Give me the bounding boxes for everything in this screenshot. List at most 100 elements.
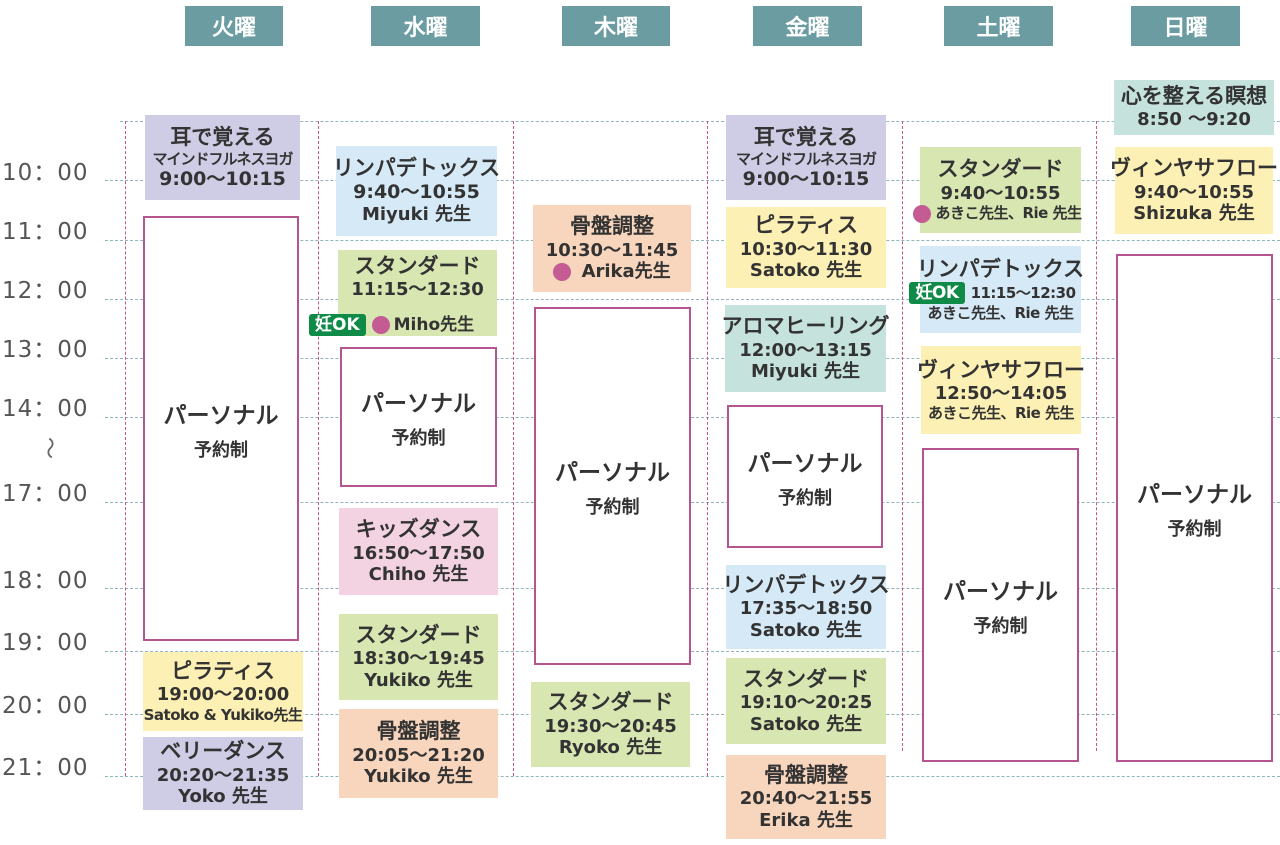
class-instructor: あきこ先生、Rie 先生: [927, 404, 1075, 423]
day-header-thu: 木曜: [562, 6, 670, 46]
class-block[interactable]: ベリーダンス 20:20〜21:35 Yoko 先生: [143, 737, 303, 810]
marker-dot-icon: [371, 316, 390, 334]
day-header-sun: 日曜: [1131, 6, 1240, 46]
class-name: 耳で覚える: [170, 124, 275, 149]
class-block[interactable]: スタンダード 19:30〜20:45 Ryoko 先生: [531, 682, 690, 767]
class-block[interactable]: ピラティス 10:30〜11:30 Satoko 先生: [726, 207, 886, 288]
class-block[interactable]: リンパデトックス 17:35〜18:50 Satoko 先生: [722, 565, 890, 649]
class-instructor: Satoko & Yukiko先生: [143, 705, 303, 724]
class-instructor: Yukiko 先生: [364, 669, 473, 691]
day-header-wed: 水曜: [371, 6, 480, 46]
class-name: スタンダード: [354, 254, 481, 278]
class-name: 骨盤調整: [764, 762, 848, 787]
personal-sub: 予約制: [1167, 519, 1222, 540]
day-header-tue: 火曜: [185, 6, 283, 46]
class-instructor: Ryoko 先生: [558, 737, 663, 759]
class-block[interactable]: リンパデトックス 9:40〜10:55 Miyuki 先生: [332, 146, 501, 236]
personal-title: パーソナル: [943, 579, 1058, 605]
class-name: マインドフルネスヨガ: [735, 149, 877, 168]
class-block[interactable]: スタンダード 19:10〜20:25 Satoko 先生: [726, 658, 886, 744]
grid-line: [105, 180, 1280, 181]
class-time: 18:30〜19:45: [352, 648, 485, 669]
personal-title: パーソナル: [747, 450, 863, 477]
column-line: [318, 121, 319, 776]
personal-sub: 予約制: [391, 428, 446, 449]
class-block[interactable]: 骨盤調整 10:30〜11:45 Arika先生: [533, 205, 691, 292]
class-block[interactable]: スタンダード 9:40〜10:55 あきこ先生、Rie 先生: [913, 147, 1082, 233]
class-time: 20:40〜21:55: [739, 788, 873, 809]
personal-block[interactable]: パーソナル 予約制: [922, 448, 1079, 762]
pregnancy-ok-badge: 妊OK: [909, 282, 965, 305]
personal-title: パーソナル: [555, 460, 670, 486]
class-name: ピラティス: [171, 659, 275, 684]
class-instructor-row: Arika先生: [553, 261, 671, 283]
class-time: 10:30〜11:45: [545, 239, 679, 261]
class-time: 19:10〜20:25: [739, 692, 873, 713]
time-label: 20：00: [2, 693, 89, 719]
grid-line: [105, 358, 1280, 359]
time-label: 21：00: [2, 755, 89, 781]
personal-block[interactable]: パーソナル 予約制: [534, 307, 691, 665]
class-name: 心を整える瞑想: [1120, 84, 1268, 109]
personal-title: パーソナル: [361, 391, 476, 417]
class-instructor: Satoko 先生: [749, 619, 863, 641]
class-name: スタンダード: [355, 622, 482, 647]
class-block[interactable]: 心を整える瞑想 8:50 〜9:20: [1114, 80, 1274, 135]
class-time: 19:00〜20:00: [156, 684, 290, 706]
class-name: 耳で覚える: [753, 124, 859, 149]
personal-block[interactable]: パーソナル 予約制: [727, 405, 883, 548]
time-label: 13：00: [2, 337, 89, 363]
time-label: 10：00: [2, 160, 89, 186]
column-line: [513, 121, 514, 776]
personal-block[interactable]: パーソナル 予約制: [143, 216, 299, 641]
class-name: マインドフルネスヨガ: [152, 149, 293, 168]
class-block[interactable]: ヴィンヤサフロー 9:40〜10:55 Shizuka 先生: [1110, 147, 1278, 234]
class-instructor: Miho先生: [393, 315, 475, 335]
column-line: [1096, 121, 1097, 751]
class-name: リンパデトックス: [722, 572, 890, 597]
class-time: 9:40〜10:55: [940, 182, 1061, 204]
class-name: 骨盤調整: [570, 214, 654, 239]
class-time: 12:50〜14:05: [934, 382, 1068, 404]
class-name: スタンダード: [937, 157, 1064, 182]
personal-block[interactable]: パーソナル 予約制: [340, 347, 497, 487]
class-name: リンパデトックス: [332, 156, 501, 181]
class-name: ピラティス: [754, 213, 858, 238]
class-name: スタンダード: [743, 666, 869, 691]
class-instructor: Miyuki 先生: [361, 204, 472, 226]
column-line: [902, 121, 903, 751]
grid-line: [105, 588, 1280, 589]
time-label: 11：00: [2, 219, 89, 245]
grid-line: [105, 502, 1280, 503]
class-block[interactable]: ピラティス 19:00〜20:00 Satoko & Yukiko先生: [143, 652, 303, 731]
class-name: 骨盤調整: [376, 719, 461, 744]
grid-line: [105, 651, 1280, 652]
class-instructor: あきこ先生、Rie 先生: [927, 304, 1074, 323]
class-time: 9:00〜10:15: [159, 167, 286, 190]
class-block[interactable]: キッズダンス 16:50〜17:50 Chiho 先生: [339, 508, 498, 595]
grid-line: [105, 299, 1280, 300]
class-block[interactable]: 耳で覚える マインドフルネスヨガ 9:00〜10:15: [726, 115, 886, 200]
class-block[interactable]: 耳で覚える マインドフルネスヨガ 9:00〜10:15: [145, 115, 300, 200]
personal-sub: 予約制: [778, 487, 832, 509]
class-time: 12:00〜13:15: [739, 339, 872, 361]
class-block[interactable]: 骨盤調整 20:05〜21:20 Yukiko 先生: [339, 709, 498, 798]
class-instructor: Satoko 先生: [749, 260, 863, 282]
class-time: 20:05〜21:20: [352, 744, 485, 766]
class-instructor-row: あきこ先生、Rie 先生: [913, 204, 1082, 223]
class-time: 17:35〜18:50: [739, 598, 873, 619]
class-block[interactable]: スタンダード 18:30〜19:45 Yukiko 先生: [339, 614, 498, 700]
class-name: ヴィンヤサフロー: [917, 357, 1085, 382]
class-block[interactable]: ヴィンヤサフロー 12:50〜14:05 あきこ先生、Rie 先生: [917, 346, 1085, 434]
class-time: 20:20〜21:35: [156, 764, 290, 786]
column-line: [125, 121, 126, 776]
class-block[interactable]: アロマヒーリング 12:00〜13:15 Miyuki 先生: [722, 305, 890, 392]
class-block[interactable]: 骨盤調整 20:40〜21:55 Erika 先生: [726, 755, 886, 839]
grid-line: [105, 417, 1280, 418]
class-instructor: Yukiko 先生: [364, 766, 473, 788]
personal-block[interactable]: パーソナル 予約制: [1116, 254, 1273, 762]
class-instructor: Arika先生: [581, 261, 671, 283]
